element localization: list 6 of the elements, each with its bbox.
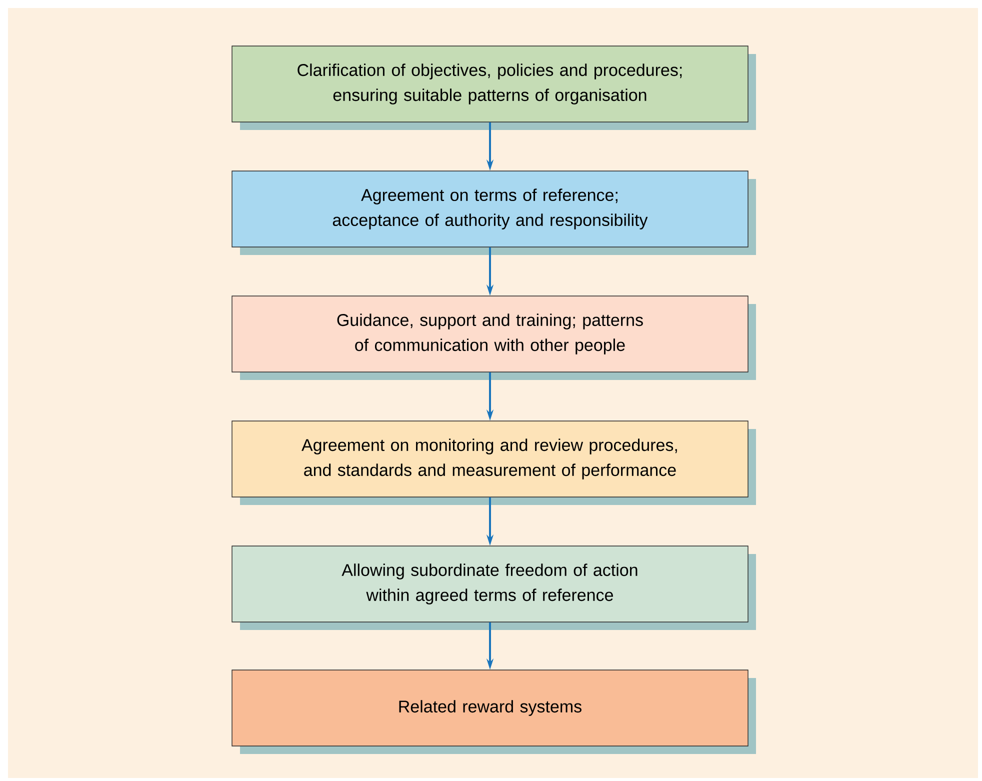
- process-box: Agreement on terms of reference; acceptance of authority and responsibility: [232, 170, 756, 255]
- process-box: Agreement on monitoring and review procedures, and standards and measurement of performance: [232, 420, 756, 505]
- process-box: Guidance, support and training; patterns of communication with other people: [232, 296, 756, 380]
- process-box: Clarification of objectives, policies and procedures; ensuring suitable patterns of organisation: [232, 46, 756, 130]
- process-box: Related reward systems: [232, 670, 756, 754]
- process-box: Allowing subordinate freedom of action within agreed terms of reference: [232, 546, 756, 630]
